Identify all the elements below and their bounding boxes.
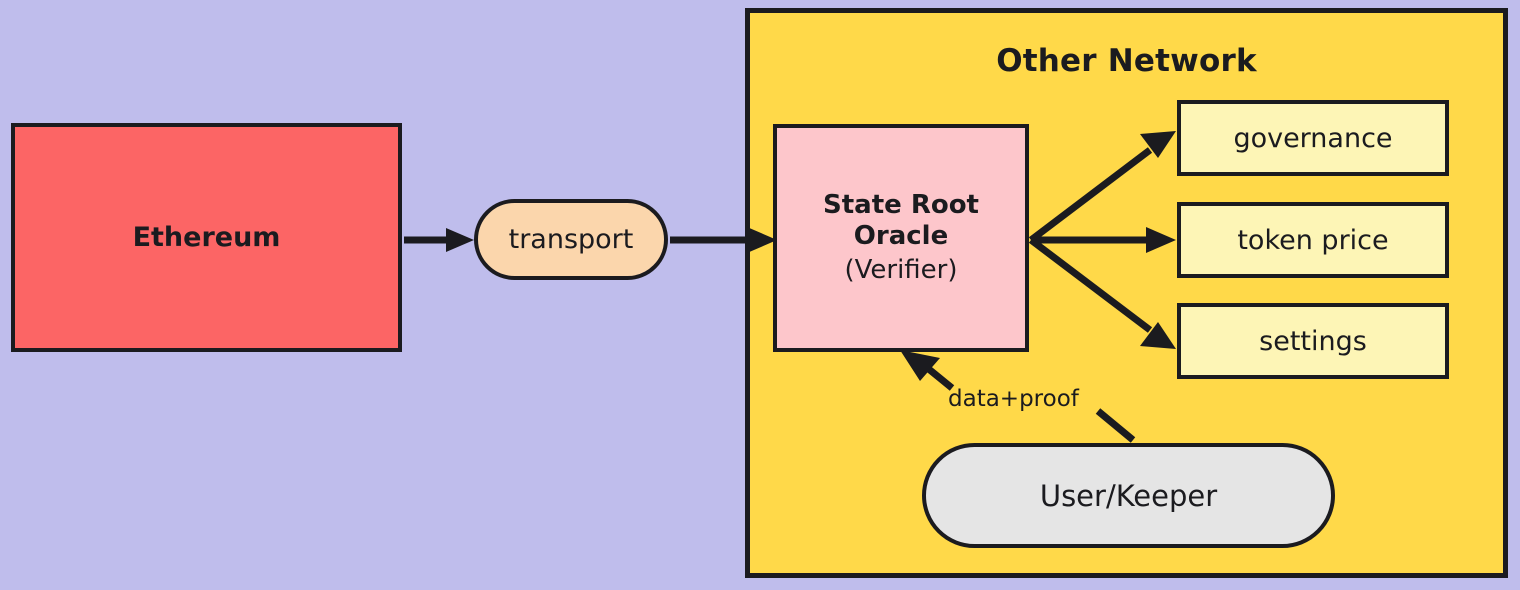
node-state-root-oracle[interactable]: State Root Oracle (Verifier) (773, 124, 1029, 352)
node-state-root-oracle-label-line2: Oracle (853, 221, 949, 252)
node-settings[interactable]: settings (1177, 303, 1449, 379)
node-governance-label: governance (1233, 122, 1393, 154)
group-other-network-title: Other Network (996, 43, 1257, 79)
edge-label-data-proof: data+proof (948, 386, 1079, 412)
node-settings-label: settings (1259, 325, 1367, 357)
node-transport-label: transport (508, 224, 634, 255)
node-token-price-label: token price (1237, 224, 1389, 256)
edge-ethereum-to-transport (404, 228, 474, 252)
node-user-keeper-label: User/Keeper (1039, 478, 1218, 513)
node-user-keeper[interactable]: User/Keeper (922, 443, 1335, 548)
node-state-root-oracle-label-line3: (Verifier) (844, 254, 958, 285)
node-governance[interactable]: governance (1177, 100, 1449, 176)
node-token-price[interactable]: token price (1177, 202, 1449, 278)
node-transport[interactable]: transport (474, 199, 668, 280)
node-ethereum-label: Ethereum (132, 222, 281, 253)
node-state-root-oracle-label-line1: State Root (823, 190, 979, 221)
node-ethereum[interactable]: Ethereum (11, 123, 402, 352)
